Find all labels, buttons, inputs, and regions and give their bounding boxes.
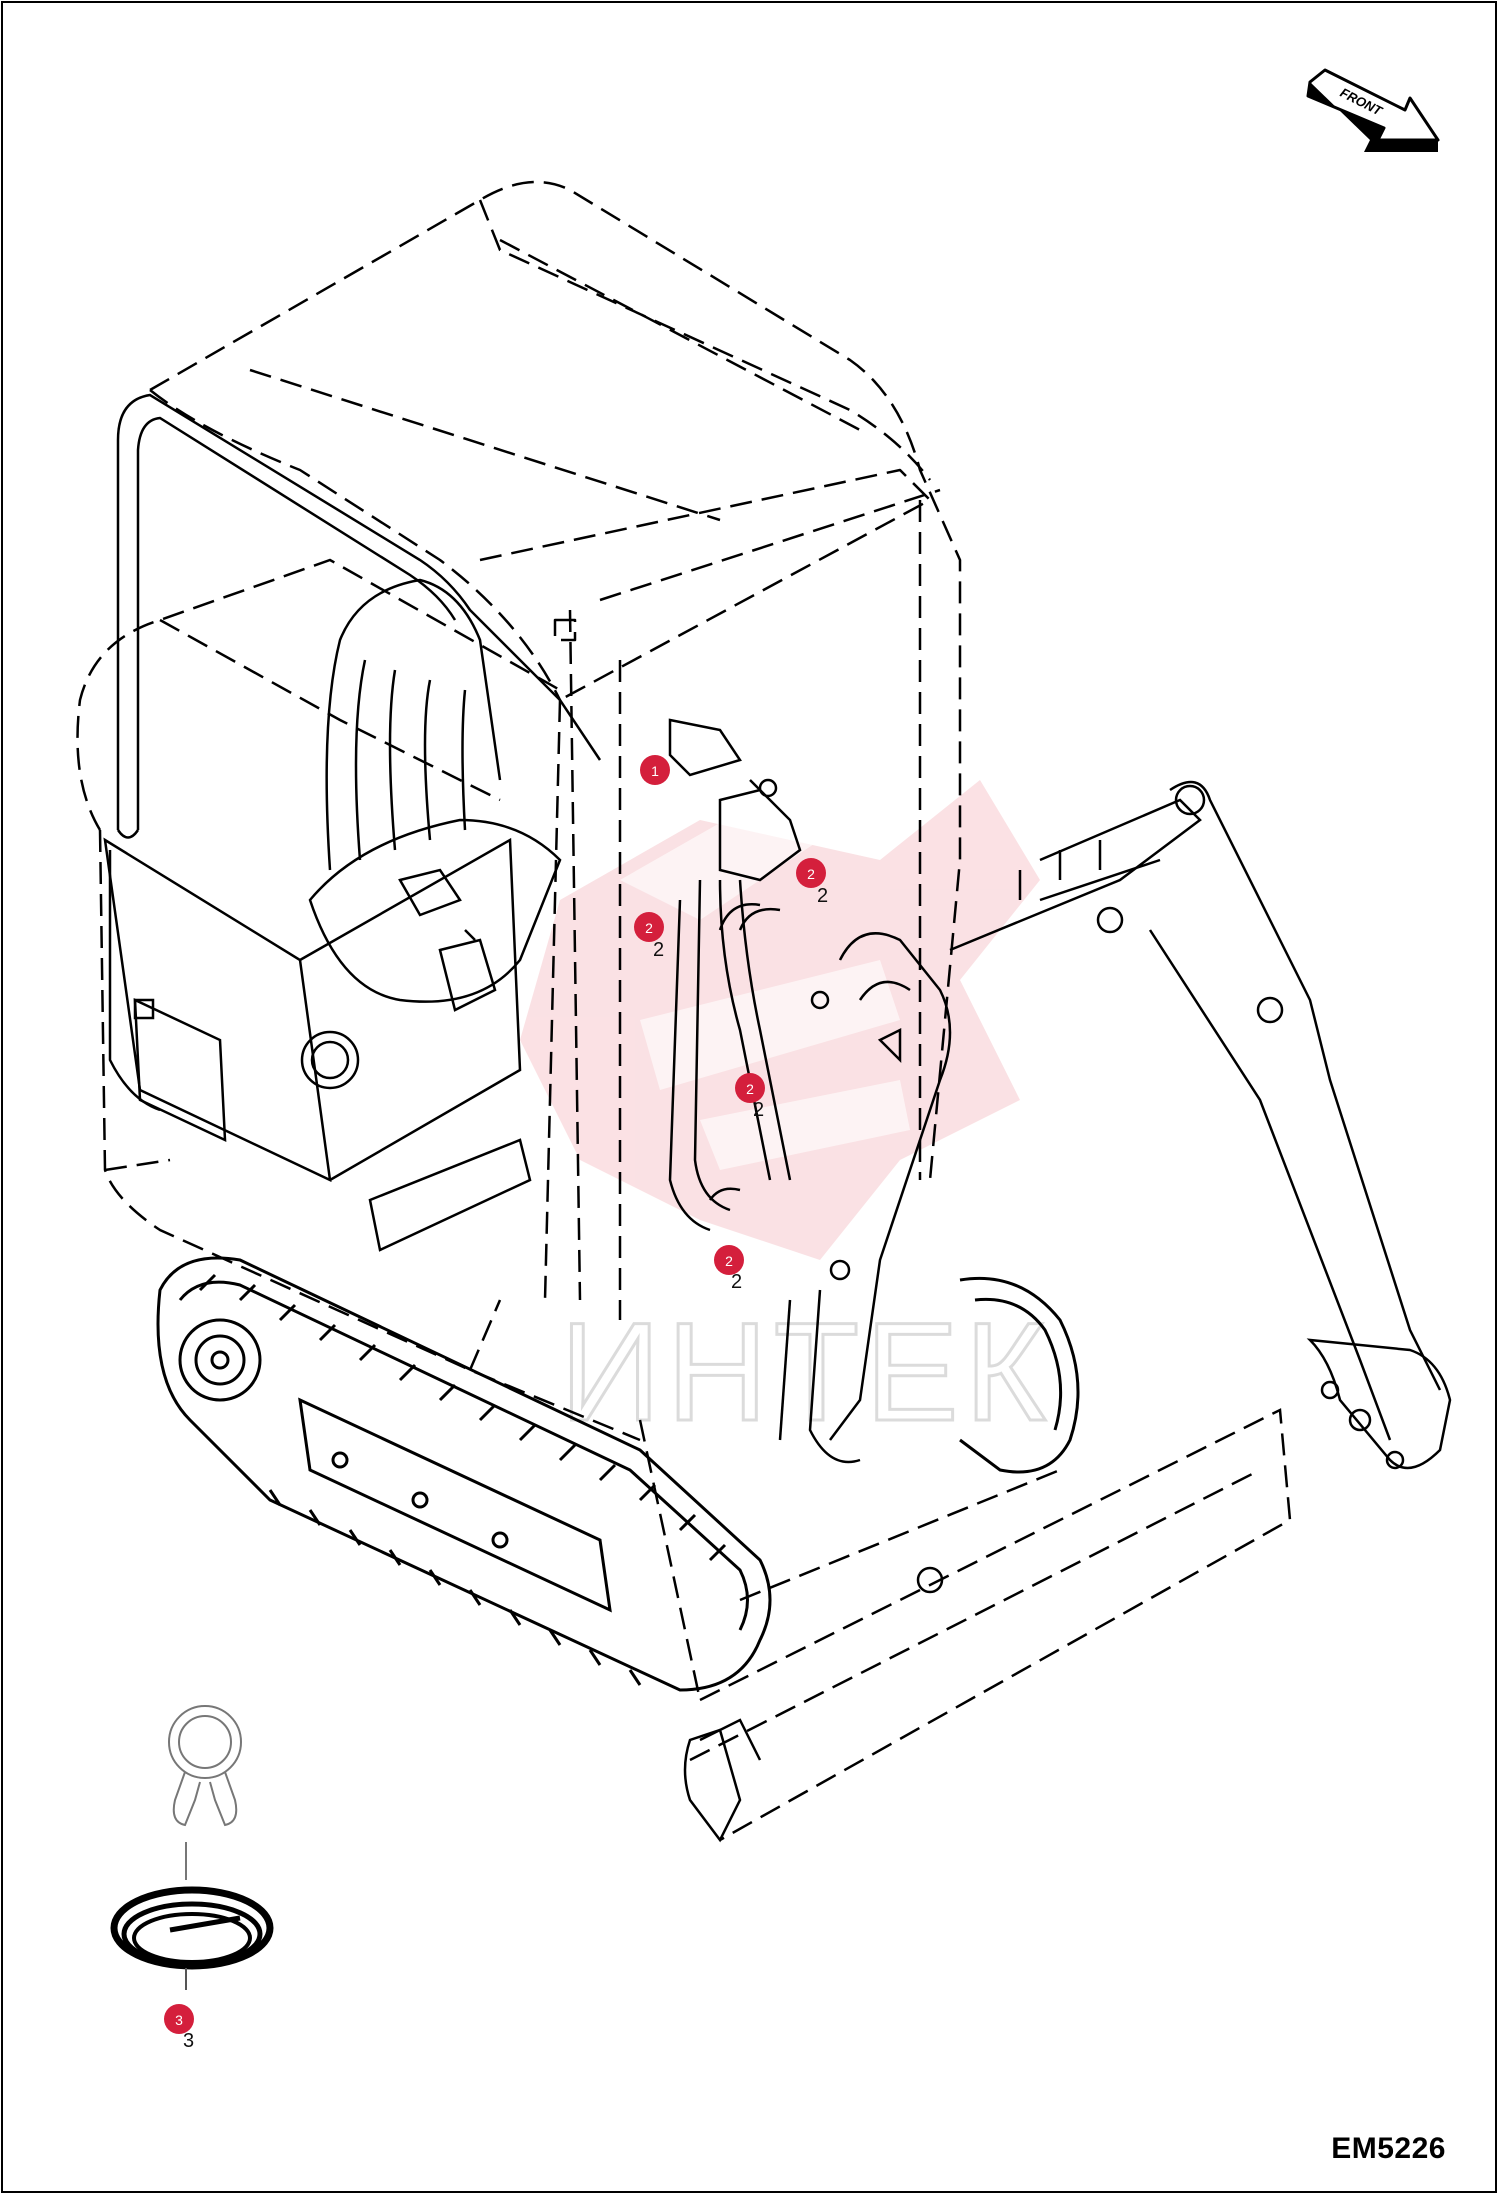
roll-bar	[116, 393, 602, 839]
control-levers	[398, 718, 802, 1012]
callout-2c-ref: 2	[753, 1099, 764, 1121]
svg-text:2: 2	[807, 866, 815, 882]
hydraulic-hoses	[668, 879, 792, 1232]
track-assembly	[156, 1256, 1080, 1692]
svg-text:3: 3	[175, 2012, 183, 2028]
callout-2a-ref: 2	[817, 885, 828, 907]
swing-bracket	[778, 932, 952, 1464]
front-arrow-icon: FRONT	[1306, 68, 1440, 152]
watermark-text: ИНТЕК	[560, 1293, 1052, 1450]
clip-detail	[168, 1705, 242, 1880]
callout-2c[interactable]: 2 2	[735, 1073, 765, 1121]
callout-2d[interactable]: 2 2	[714, 1245, 744, 1293]
callout-3[interactable]: 3 3	[164, 2004, 194, 2052]
callout-1[interactable]: 1	[640, 755, 670, 785]
dozer-blade	[638, 1408, 1292, 1842]
callout-3-ref: 3	[183, 2030, 194, 2052]
hose-coil	[110, 1886, 274, 1990]
callout-2d-ref: 2	[731, 1271, 742, 1293]
operator-seat	[308, 578, 562, 1003]
callout-2a[interactable]: 2 2	[796, 858, 828, 907]
boom-arm	[949, 780, 1452, 1470]
drawing-code: EM5226	[1331, 2132, 1446, 2165]
watermark: ИНТЕК	[520, 780, 1052, 1452]
svg-text:1: 1	[651, 763, 659, 779]
svg-text:2: 2	[725, 1253, 733, 1269]
engine-cover	[103, 837, 532, 1252]
callout-2b[interactable]: 2 2	[634, 912, 664, 961]
body-housing-outline	[76, 558, 641, 1442]
cab-canopy-outline	[149, 180, 962, 1320]
svg-text:2: 2	[645, 920, 653, 936]
dozer-blade-end	[683, 1566, 944, 1843]
svg-text:2: 2	[746, 1081, 754, 1097]
callout-2b-ref: 2	[653, 939, 664, 961]
